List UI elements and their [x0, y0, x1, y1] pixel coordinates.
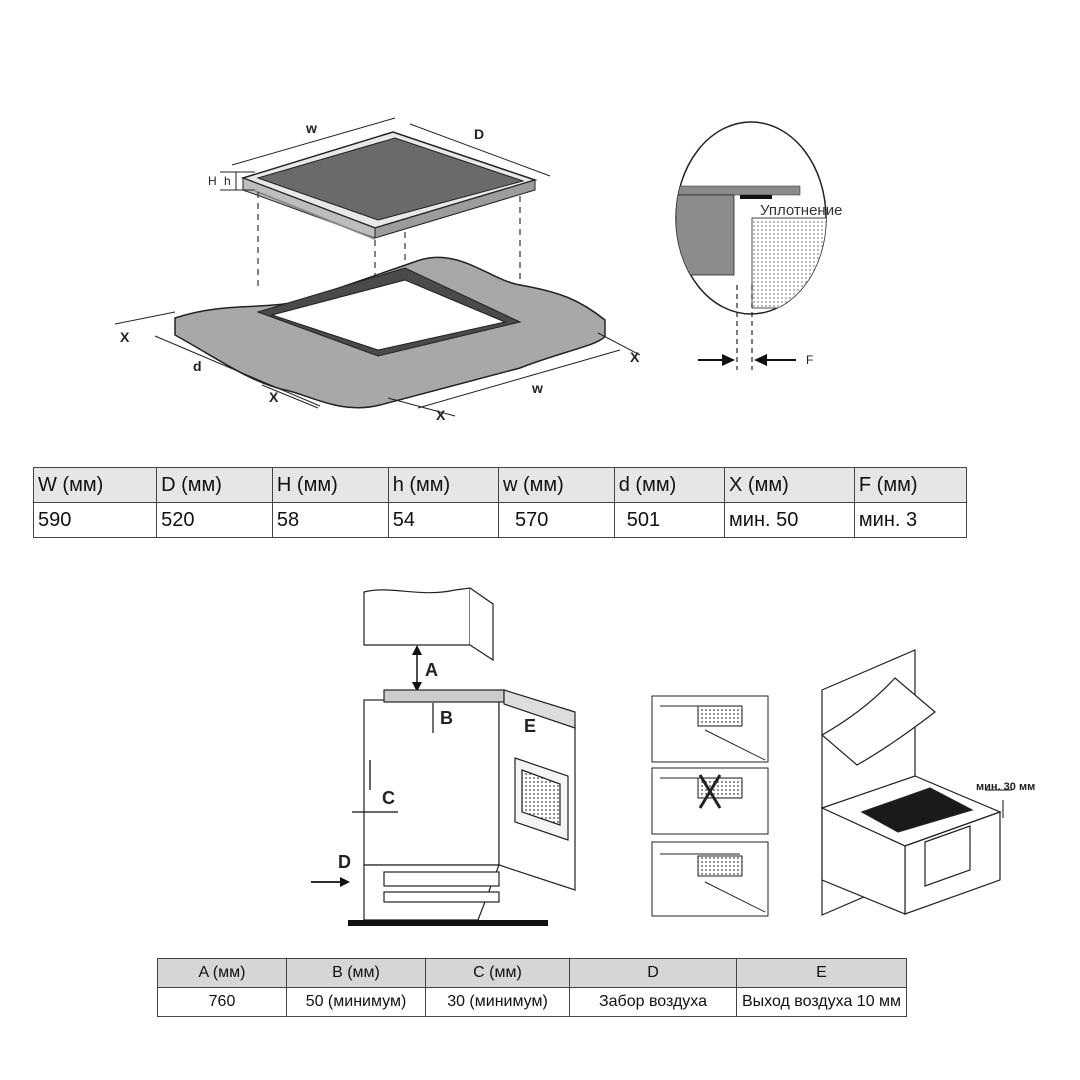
clearance-value-cell: Забор воздуха: [569, 987, 737, 1017]
label-c: C: [382, 788, 395, 808]
dims-value-cell: 590: [32, 502, 158, 538]
dims-header-cell: w (мм): [497, 467, 615, 503]
label-b: B: [440, 708, 453, 728]
dimensions-table-value-row: 590 520 58 54 570 501 мин. 50 мин. 3: [32, 502, 968, 538]
hob-dimension-lines: [220, 117, 551, 191]
min-gap-label: мин. 30 мм: [976, 781, 1035, 793]
seal-label: Уплотнение: [760, 202, 842, 219]
clearance-value-cell: Выход воздуха 10 мм: [736, 987, 907, 1017]
clearance-header-cell: B (мм): [286, 958, 426, 988]
label-a: A: [425, 660, 438, 680]
clearance-header-cell: C (мм): [425, 958, 570, 988]
base-cabinet: [363, 689, 576, 921]
cutout-w-label: w: [531, 380, 543, 396]
clearance-value-cell: 30 (минимум): [425, 987, 570, 1017]
dims-value-cell: мин. 3: [853, 502, 968, 538]
cutout-x-bottom-left-label: X: [269, 389, 279, 405]
dimensions-table-header-row: W (мм) D (мм) H (мм) h (мм) w (мм) d (мм…: [32, 467, 968, 503]
ventilation-diagram: A B E C D: [311, 587, 1035, 926]
dims-header-cell: d (мм): [613, 467, 726, 503]
hob-inner-height-label: h: [224, 174, 231, 188]
dims-value-cell: мин. 50: [724, 502, 855, 538]
dims-header-cell: W (мм): [32, 467, 158, 503]
clearance-value-cell: 760: [157, 987, 287, 1017]
hob-width-label: w: [305, 120, 317, 136]
seal-detail-circle: [675, 121, 827, 370]
dims-value-cell: 54: [387, 502, 499, 538]
clearance-value-cell: 50 (минимум): [286, 987, 426, 1017]
dims-value-cell: 58: [271, 502, 389, 538]
cutout-x-right-label: X: [630, 349, 640, 365]
dimensions-table: W (мм) D (мм) H (мм) h (мм) w (мм) d (мм…: [32, 467, 968, 538]
clearance-table: A (мм) B (мм) C (мм) D E 760 50 (минимум…: [157, 958, 907, 1017]
airflow-panel-ok-2: [651, 841, 769, 917]
dims-value-cell: 520: [156, 502, 273, 538]
clearance-header-cell: A (мм): [157, 958, 287, 988]
clearance-table-value-row: 760 50 (минимум) 30 (минимум) Забор возд…: [157, 987, 907, 1017]
clearance-header-cell: D: [569, 958, 737, 988]
dims-header-cell: D (мм): [156, 467, 273, 503]
dims-value-cell: 570: [497, 502, 615, 538]
hob-height-label: H: [208, 174, 217, 188]
clearance-header-cell: E: [736, 958, 907, 988]
cutout-x-left-label: X: [120, 329, 130, 345]
clearance-table-header-row: A (мм) B (мм) C (мм) D E: [157, 958, 907, 988]
upper-cabinet: [363, 587, 494, 662]
cutout-d-label: d: [193, 358, 202, 374]
dims-header-cell: h (мм): [387, 467, 499, 503]
hob-illustration: [240, 131, 538, 240]
kitchen-perspective: [820, 649, 1002, 916]
cutout-dimension-lines: [114, 311, 641, 417]
countertop-cutout: [174, 256, 606, 409]
label-d: D: [338, 852, 351, 872]
airflow-panel-blocked: [651, 767, 769, 835]
dims-value-cell: 501: [613, 502, 726, 538]
floor-line: [348, 920, 548, 926]
dims-header-cell: X (мм): [724, 467, 855, 503]
hob-depth-label: D: [474, 126, 484, 142]
label-e: E: [524, 716, 536, 736]
installation-diagram: w D H h X d X X w X: [114, 117, 842, 423]
dims-header-cell: H (мм): [271, 467, 389, 503]
airflow-panel-ok-1: [651, 695, 769, 763]
dims-header-cell: F (мм): [853, 467, 968, 503]
gap-f-label: F: [806, 353, 813, 367]
cutout-x-bottom-mid-label: X: [436, 407, 446, 423]
